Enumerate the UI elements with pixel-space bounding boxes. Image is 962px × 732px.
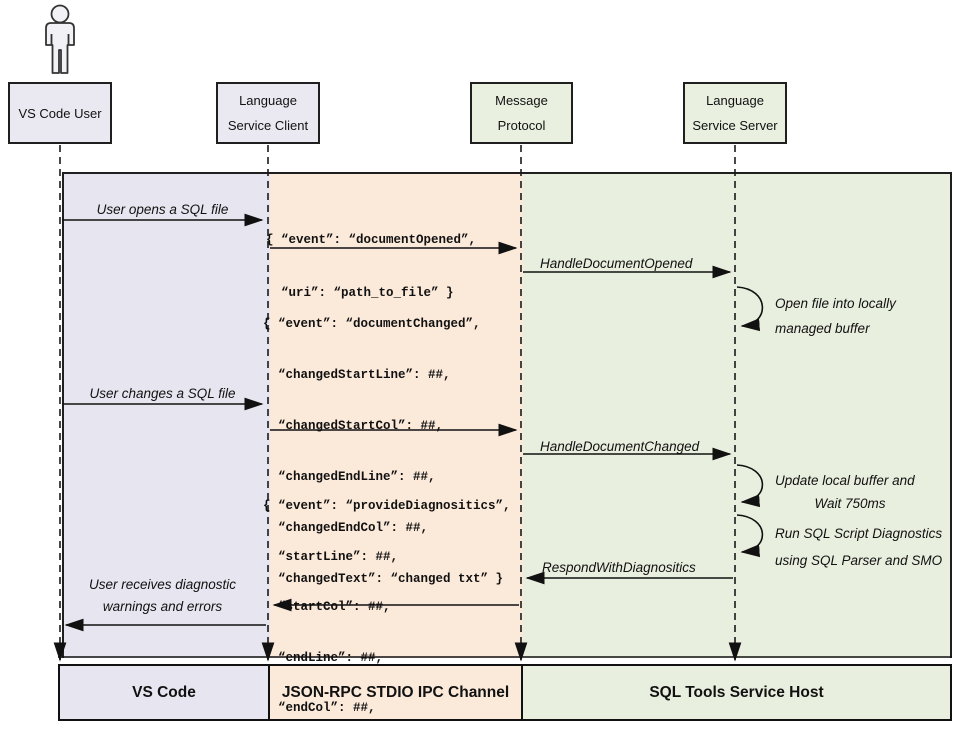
message-handle-document-opened: HandleDocumentOpened — [540, 256, 693, 271]
lane-label: SQL Tools Service Host — [649, 683, 824, 701]
lane-label: JSON-RPC STDIO IPC Channel — [281, 683, 510, 701]
code-line: “uri”: “path_to_file” } — [266, 286, 454, 300]
lane-box-sql-tools-host: SQL Tools Service Host — [521, 664, 952, 721]
code-line: “changedStartLine”: ##, — [263, 368, 451, 382]
message-handle-document-changed: HandleDocumentChanged — [540, 439, 700, 454]
participant-label: VS Code User — [18, 105, 102, 121]
note-open-file-line2: managed buffer — [775, 321, 870, 336]
participant-label-line2: Service Client — [227, 118, 309, 133]
ipc-lane-band — [270, 174, 523, 658]
message-user-changes: User changes a SQL file — [89, 386, 236, 401]
code-line: “changedEndLine”: ##, — [263, 470, 436, 484]
participant-vscode-user: VS Code User — [8, 82, 112, 144]
json-payload-document-opened: { “event”: “documentOpened”, “uri”: “pat… — [266, 200, 476, 334]
message-user-receives-line1: User receives diagnostic — [88, 577, 237, 592]
code-line: “changedStartCol”: ##, — [263, 419, 444, 433]
json-payload-provide-diagnostics: { “event”: “provideDiagnositics”, “start… — [263, 467, 511, 732]
note-open-file-line1: Open file into locally — [775, 296, 896, 311]
message-user-receives-line2: warnings and errors — [102, 599, 223, 614]
user-actor-icon — [45, 4, 75, 74]
participant-label-line2: Protocol — [497, 118, 546, 133]
note-run-diagnostics-line1: Run SQL Script Diagnostics — [775, 526, 943, 541]
code-line: “startCol”: ##, — [263, 600, 391, 614]
code-line: { “event”: “provideDiagnositics”, — [263, 499, 511, 513]
participant-label-line1: Language — [239, 93, 297, 108]
code-line: “changedEndCol”: ##, — [263, 521, 429, 535]
message-respond-with-diagnostics: RespondWithDiagnositics — [542, 560, 696, 575]
lane-label: VS Code — [132, 683, 196, 701]
lane-box-jsonrpc-channel: JSON-RPC STDIO IPC Channel — [268, 664, 523, 721]
code-line: “changedText”: “changed txt” } — [263, 572, 504, 586]
message-user-opens: User opens a SQL file — [96, 202, 229, 217]
note-run-diagnostics-line2: using SQL Parser and SMO — [775, 553, 943, 568]
host-lane-band — [523, 174, 950, 658]
code-line: { “event”: “documentChanged”, — [263, 317, 481, 331]
code-line: “endLine”: ##, — [263, 650, 384, 665]
participant-label-line1: Message — [495, 93, 548, 108]
lane-box-vscode: VS Code — [58, 664, 270, 721]
participant-label-line1: Language — [706, 93, 764, 108]
vscode-lane-band — [64, 174, 270, 658]
note-update-buffer-line2: Wait 750ms — [814, 496, 886, 511]
note-update-buffer-line1: Update local buffer and — [775, 473, 915, 488]
code-line: { “event”: “documentOpened”, — [266, 233, 477, 247]
code-line: “endCol”: ##, — [263, 701, 376, 715]
participant-language-service-client: Language Service Client — [216, 82, 320, 144]
swimlane-bands — [62, 172, 952, 658]
json-payload-document-changed: { “event”: “documentChanged”, “changedSt… — [263, 285, 503, 619]
participant-label-line2: Service Server — [692, 118, 778, 133]
code-line: “startLine”: ##, — [263, 549, 399, 564]
participant-language-service-server: Language Service Server — [683, 82, 787, 144]
participant-message-protocol: Message Protocol — [470, 82, 573, 144]
